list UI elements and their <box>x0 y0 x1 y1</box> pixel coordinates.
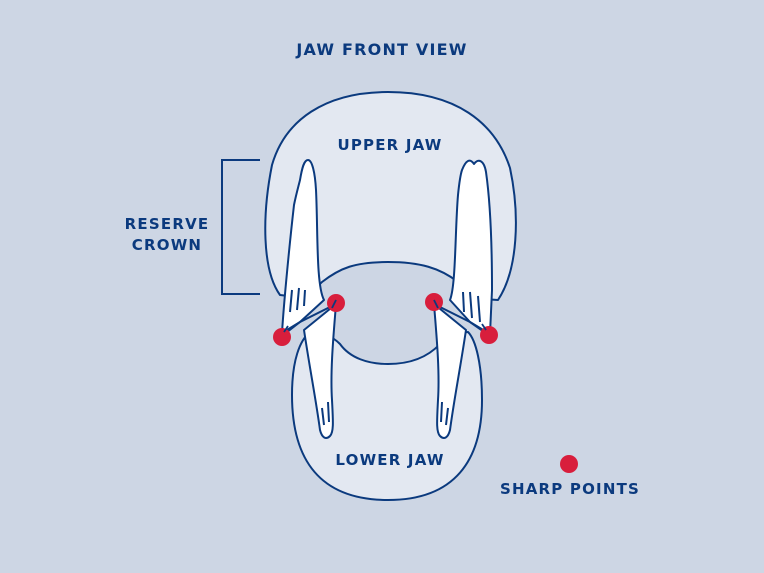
upper-jaw <box>264 91 517 301</box>
reserve-crown-label-line-2: CROWN <box>131 236 203 254</box>
reserve-crown-label: RESERVE CROWN <box>112 214 222 256</box>
lower-right-tooth-detail <box>440 401 449 426</box>
upper-left-tooth <box>281 159 325 334</box>
legend-sharp-points-label: SHARP POINTS <box>499 480 641 498</box>
sharp-point-upper-left <box>273 328 291 346</box>
arrow-lower-left <box>331 299 337 309</box>
upper-right-tooth-detail <box>462 291 481 323</box>
legend-sharp-point-marker <box>560 455 578 473</box>
lower-jaw-label: LOWER JAW <box>335 451 445 469</box>
sharp-point-upper-right <box>480 326 498 344</box>
upper-right-tooth <box>449 159 493 335</box>
reserve-crown-label-line-1: RESERVE <box>124 215 210 233</box>
upper-jaw-label: UPPER JAW <box>337 136 443 154</box>
upper-left-tooth-detail <box>289 287 306 313</box>
diagram-title: JAW FRONT VIEW <box>296 40 468 59</box>
sharp-point-lower-left <box>327 294 345 312</box>
lower-left-tooth-detail <box>321 401 330 426</box>
lower-jaw <box>291 330 483 501</box>
arrow-upper-left <box>283 325 289 333</box>
arrow-upper-right <box>481 323 487 331</box>
arrow-lower-right <box>433 299 439 309</box>
reserve-crown-bracket <box>221 159 260 295</box>
